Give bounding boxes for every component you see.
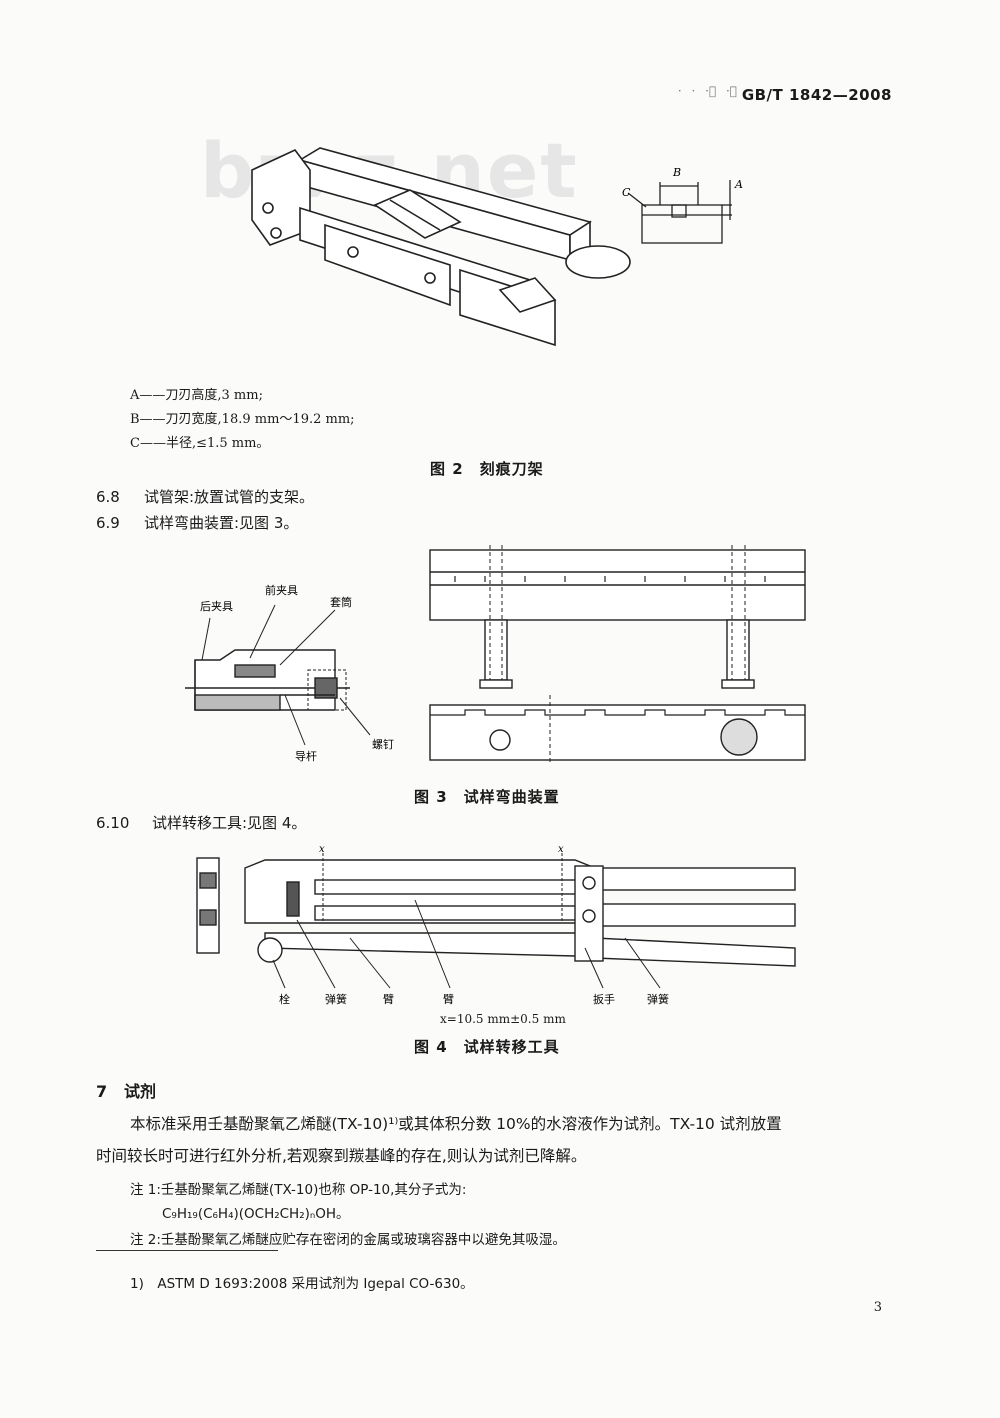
detail-label-b: B <box>672 166 681 179</box>
page-number: 3 <box>873 1300 882 1315</box>
clause-number: 6.8 <box>96 488 120 506</box>
section-7-paragraph-line-1: 本标准采用壬基酚聚氧乙烯醚(TX-10)¹⁾或其体积分数 10%的水溶液作为试剂… <box>130 1115 782 1133</box>
clause-number: 6.10 <box>96 814 130 832</box>
figure-3-views-drawing <box>425 540 810 769</box>
label-spring-left: 弹簧 <box>325 992 347 1006</box>
footnote: 1) ASTM D 1693:2008 采用试剂为 Igepal CO-630。 <box>130 1276 474 1292</box>
section-number: 7 <box>96 1082 108 1101</box>
formula: C₉H₁₉(C₆H₄)(OCH₂CH₂)ₙOH。 <box>162 1206 350 1222</box>
label-arm-1: 臂 <box>383 993 394 1006</box>
section-7-paragraph-line-2: 时间较长时可进行红外分析,若观察到羰基峰的存在,则认为试剂已降解。 <box>96 1147 587 1165</box>
label-arm-2: 臂 <box>443 993 454 1006</box>
label-bolt: 栓 <box>279 992 290 1006</box>
figure-3-section-drawing: 后夹具 前夹具 套筒 导杆 螺钉 <box>180 570 410 774</box>
legend-c: C——半径,≤1.5 mm。 <box>130 436 270 451</box>
label-x-right: x <box>558 844 564 855</box>
clause-text: 试管架:放置试管的支架。 <box>144 488 315 506</box>
detail-label-a: A <box>734 178 743 191</box>
label-rear-clamp: 后夹具 <box>200 600 233 613</box>
label-spring-right: 弹簧 <box>647 992 669 1006</box>
blade-profile-detail: B C A <box>622 166 743 244</box>
label-guide-rod: 导杆 <box>295 749 317 763</box>
figure-4-drawing: x x 栓 弹簧 臂 臂 扳手 弹簧 <box>185 838 815 1017</box>
header-marks: · · ·ﾞ ·ﾟ <box>677 84 740 98</box>
section-7-heading: 7 试剂 <box>96 1078 156 1102</box>
transfer-tool-illustration: x x 栓 弹簧 臂 臂 扳手 弹簧 <box>196 844 796 1006</box>
figure-2-drawing <box>240 130 640 369</box>
clause-number: 6.9 <box>96 514 120 532</box>
clause-6-10: 6.10 试样转移工具:见图 4。 <box>96 812 306 833</box>
clause-text: 试样转移工具:见图 4。 <box>152 814 307 832</box>
clause-6-8: 6.8 试管架:放置试管的支架。 <box>96 486 314 507</box>
clause-6-9: 6.9 试样弯曲装置:见图 3。 <box>96 512 298 533</box>
clause-text: 试样弯曲装置:见图 3。 <box>144 514 299 532</box>
note-1: 注 1:壬基酚聚氧乙烯醚(TX-10)也称 OP-10,其分子式为: <box>130 1182 467 1198</box>
section-title: 试剂 <box>124 1082 157 1101</box>
figure-2-detail: B C A <box>620 160 750 254</box>
bending-device-section: 后夹具 前夹具 套筒 导杆 螺钉 <box>185 583 394 763</box>
figure-4-caption: 图 4 试样转移工具 <box>414 1038 560 1056</box>
standard-number: GB/T 1842—2008 <box>741 86 892 104</box>
detail-label-c: C <box>622 186 631 199</box>
knife-holder-illustration <box>251 147 631 347</box>
legend-b: B——刀刃宽度,18.9 mm～19.2 mm; <box>130 412 355 427</box>
figure-4-dimension: x=10.5 mm±0.5 mm <box>440 1012 566 1026</box>
note-2: 注 2:壬基酚聚氧乙烯醚应贮存在密闭的金属或玻璃容器中以避免其吸湿。 <box>130 1232 566 1248</box>
legend-a: A——刀刃高度,3 mm; <box>130 388 263 403</box>
bending-device-views <box>429 545 806 765</box>
label-x-left: x <box>319 844 325 855</box>
footnote-rule <box>96 1250 278 1251</box>
label-wrench: 扳手 <box>593 992 615 1006</box>
figure-2-caption: 图 2 刻痕刀架 <box>430 460 544 478</box>
figure-3-caption: 图 3 试样弯曲装置 <box>414 788 560 806</box>
label-front-clamp: 前夹具 <box>265 583 298 597</box>
label-sleeve: 套筒 <box>330 595 352 609</box>
label-screw: 螺钉 <box>372 738 394 751</box>
